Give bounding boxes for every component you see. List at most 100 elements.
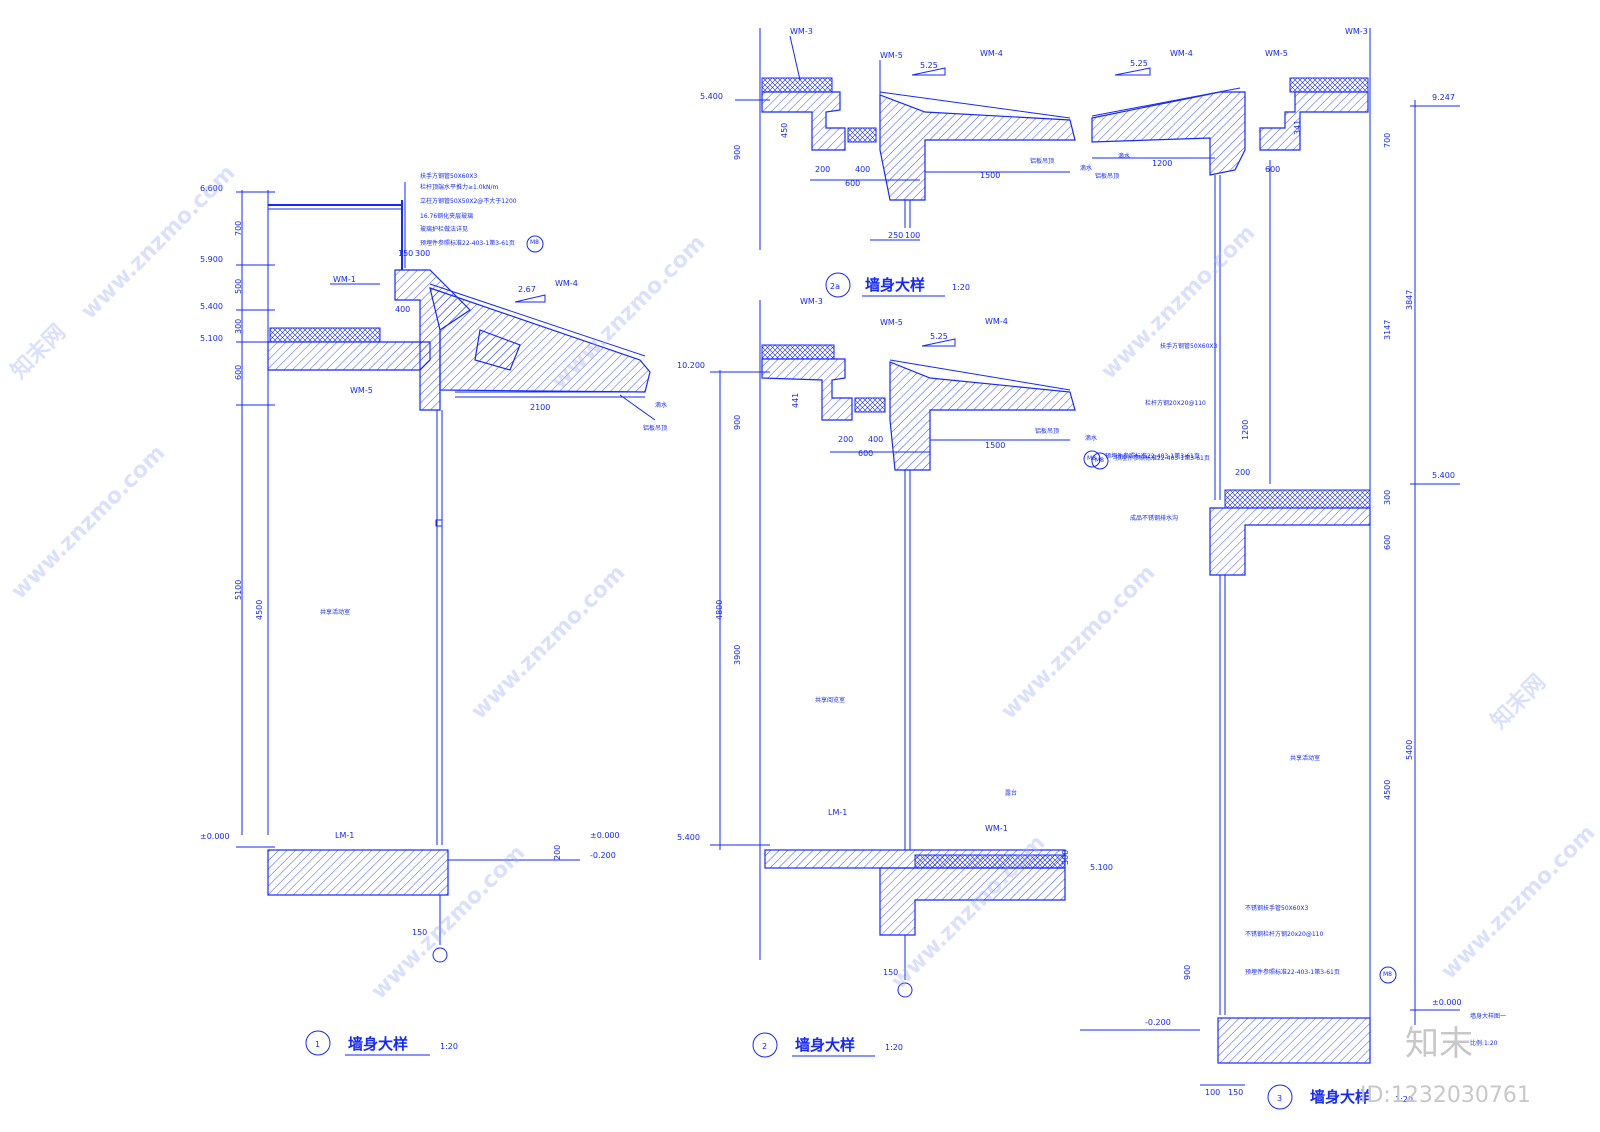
d2-dim-150: 150 xyxy=(883,968,898,977)
d3-mid-slab xyxy=(1209,507,1371,576)
d1-note-4: 玻璃护栏做法详见 xyxy=(420,225,468,233)
d1-note-2: 立柱方钢管50X50X2@不大于1200 xyxy=(420,197,517,205)
d3-dim-150: 150 xyxy=(1228,1088,1243,1097)
d1-elev-5100: 5.100 xyxy=(200,334,223,343)
d3-note-2b: 预埋件参照标准22-403-1第3-61页 xyxy=(1245,968,1340,976)
d2-drip: 滴水 xyxy=(1085,434,1097,442)
d3-elev-9247: 9.247 xyxy=(1432,93,1455,102)
d1-axis-bubble xyxy=(432,947,448,963)
d1-notes: 扶手方钢管50X60X3 栏杆顶端水平推力≥1.0kN/m 立柱方钢管50X50… xyxy=(404,172,544,268)
d1-note-5: 预埋件参照标准22-403-1第3-61页 xyxy=(420,239,515,247)
d3-dim-5400: 5400 xyxy=(1405,740,1414,760)
d1-roof-slab xyxy=(267,341,431,371)
d2-canopy xyxy=(889,361,1076,471)
d1-tag-wm4: WM-4 xyxy=(555,279,578,288)
d2-dim-300: 300 xyxy=(1061,850,1070,865)
d3-title-bubble xyxy=(1267,1084,1293,1110)
d2a-slope: 5.25 xyxy=(920,61,938,70)
d3-dim-600: 600 xyxy=(1265,165,1280,174)
d2a-tag-wm3: WM-3 xyxy=(790,27,813,36)
d1-soffit: 铝板吊顶 xyxy=(643,424,667,432)
d3-number: 3 xyxy=(1277,1094,1282,1103)
d3-tag-wm3: WM-3 xyxy=(1345,27,1368,36)
d3-soffit: 铝板吊顶 xyxy=(1095,172,1119,180)
d2-note: 预埋件参照标准22-403-1第3-61页 xyxy=(1105,452,1200,460)
d2a-elev-5400: 5.400 xyxy=(700,92,723,101)
d1-title-bubble xyxy=(305,1030,331,1056)
d1-slope-triangle xyxy=(514,294,546,303)
d3-dim-3147: 3147 xyxy=(1383,320,1392,340)
d1-tag-lm1: LM-1 xyxy=(335,831,354,840)
d1-tag-wm1: WM-1 xyxy=(333,275,356,284)
d3-dim-3847: 3847 xyxy=(1405,290,1414,310)
watermark-site-6: www.znzmo.com xyxy=(997,560,1161,724)
d2-title: 墙身大样 xyxy=(795,1036,855,1054)
detail-1: 6.600 5.900 5.400 5.100 ±0.000 700 500 3… xyxy=(200,172,667,1056)
d3-note-3: 不锈钢扶手管50X60X3 xyxy=(1245,904,1308,912)
d2-terrace: 露台 xyxy=(1005,789,1017,797)
d3-gutter-label: 成品不锈钢排水沟 xyxy=(1130,514,1178,522)
d3-note-0: 扶手方钢管50X60X3 xyxy=(1160,342,1217,350)
d1-dim-300: 300 xyxy=(234,319,243,334)
d2-dim-1500: 1500 xyxy=(985,441,1005,450)
d2-tag-wm1: WM-1 xyxy=(985,824,1008,833)
d3-note-4: 不锈钢栏杆方钢20x20@110 xyxy=(1245,930,1323,938)
d3-note-2: 预埋件参照标准22-403-1第3-61页 xyxy=(1115,454,1210,462)
d2-scale: 1:20 xyxy=(885,1043,903,1052)
d1-dim-bottom-150: 150 xyxy=(412,928,427,937)
detail-3: 9.247 5.400 ±0.000 -0.200 700 3847 3147 … xyxy=(1080,27,1506,1110)
d2-tag-wm3: WM-3 xyxy=(800,297,823,306)
d1-elev-5400: 5.400 xyxy=(200,302,223,311)
d1-room: 共享活动室 xyxy=(320,608,350,616)
d1-dim-700: 700 xyxy=(234,221,243,236)
watermark-site-4: www.znzmo.com xyxy=(7,440,171,604)
watermark-layer: 知末网 www.znzmo.com www.znzmo.com www.znzm… xyxy=(6,160,1600,1004)
d3-tag-m8-b: M8 xyxy=(1383,971,1392,978)
detail-1-ticks xyxy=(236,191,275,848)
d3-dim-200: 200 xyxy=(1235,468,1250,477)
d2-soffit: 铝板吊顶 xyxy=(1035,427,1059,435)
detail-2: 10.200 5.400 441 900 4800 3900 200 400 6… xyxy=(677,297,1200,1058)
d1-slope: 2.67 xyxy=(518,285,536,294)
d3-tag-wm5: WM-5 xyxy=(1265,49,1288,58)
d3-elev-neg200: -0.200 xyxy=(1145,1018,1171,1027)
d3-canopy xyxy=(1091,91,1246,176)
d2a-scale: 1:20 xyxy=(952,283,970,292)
d2-beam xyxy=(879,867,1066,936)
d2a-soffit: 铝板吊顶 xyxy=(1030,157,1054,165)
d2-dim-600: 600 xyxy=(858,449,873,458)
d1-dim-2100: 2100 xyxy=(530,403,550,412)
watermark-site-3: www.znzmo.com xyxy=(1097,220,1261,384)
d3-gutter xyxy=(1259,91,1369,151)
sheet-scale: 比例:1:20 xyxy=(1470,1039,1498,1047)
d3-dim-700: 700 xyxy=(1383,133,1392,148)
d1-number: 1 xyxy=(315,1040,320,1049)
d1-grd-200: -0.200 xyxy=(590,851,616,860)
d1-dim-4500: 4500 xyxy=(255,600,264,620)
d3-floor-slab xyxy=(1217,1017,1371,1064)
watermark-brand-2: 知末网 xyxy=(1486,669,1551,734)
d1-drip: 滴水 xyxy=(655,401,667,409)
d1-tag-m8: M8 xyxy=(530,239,539,246)
d1-scale: 1:20 xyxy=(440,1042,458,1051)
d1-dim-600: 600 xyxy=(234,365,243,380)
d2a-dim-400: 400 xyxy=(855,165,870,174)
d2a-gutter xyxy=(761,91,846,151)
d2a-drip: 滴水 xyxy=(1080,164,1092,172)
d2a-slope-triangle xyxy=(911,67,946,76)
d2-elev-10200: 10.200 xyxy=(677,361,705,370)
d3-dim-600: 600 xyxy=(1383,535,1392,550)
d2a-title: 墙身大样 xyxy=(865,276,925,294)
d3-note-1: 栏杆方钢20X20@110 xyxy=(1145,399,1206,407)
sheet-title: 墙身大样图一 xyxy=(1470,1012,1506,1020)
detail-2a: 5.400 900 450 200 400 600 1500 250 100 5… xyxy=(700,27,1092,298)
d2a-tag-wm4: WM-4 xyxy=(980,49,1003,58)
d1-title: 墙身大样 xyxy=(348,1035,408,1053)
d3-elev-000: ±0.000 xyxy=(1432,998,1462,1007)
d1-note-1: 栏杆顶端水平推力≥1.0kN/m xyxy=(420,183,499,191)
d2-dim-441: 441 xyxy=(791,393,800,408)
d3-tag-wm4: WM-4 xyxy=(1170,49,1193,58)
d2-dim-4800: 4800 xyxy=(715,600,724,620)
d3-drip: 滴水 xyxy=(1118,152,1130,160)
d2-gutter xyxy=(761,358,853,421)
